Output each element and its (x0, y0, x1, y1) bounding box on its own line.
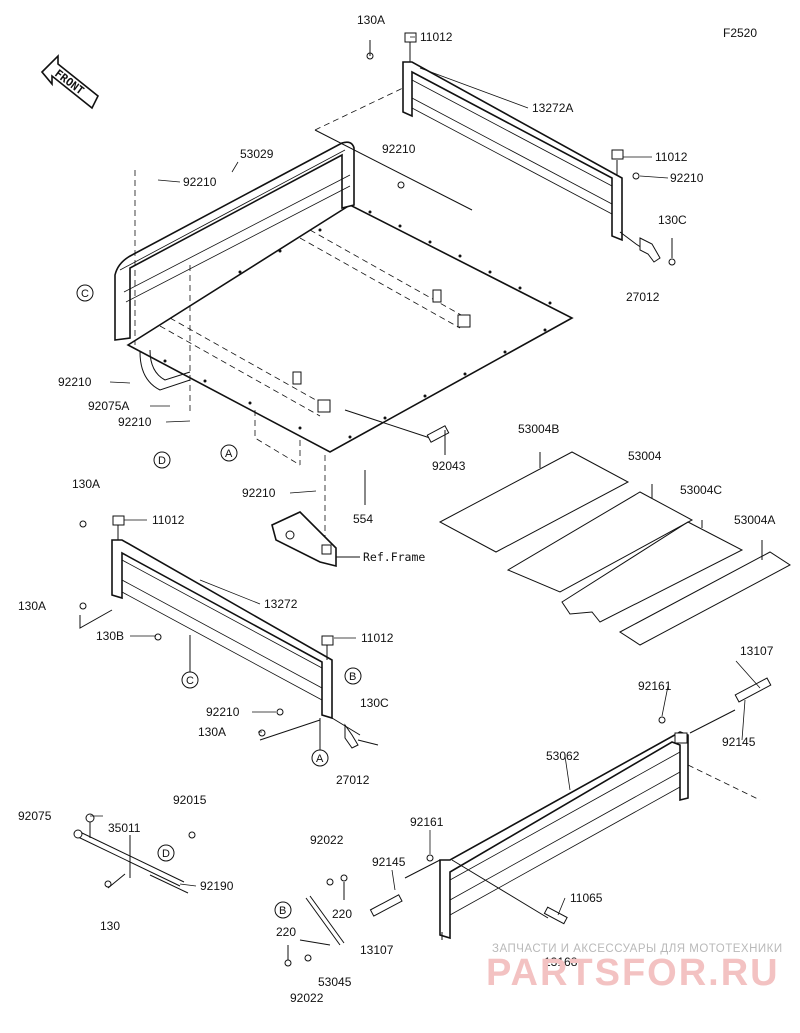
callout-130: 130 (100, 919, 120, 933)
figure-code: F2520 (723, 26, 757, 40)
callout-11012-top: 11012 (420, 30, 453, 44)
callout-53062: 53062 (546, 749, 580, 763)
callout-92210-left: 92210 (183, 175, 217, 189)
svg-text:C: C (186, 675, 194, 687)
side-panel-13272 (79, 515, 379, 750)
callout-92210-lower-left2: 92210 (118, 415, 152, 429)
svg-text:B: B (279, 905, 286, 917)
callout-53004C: 53004C (680, 483, 722, 497)
callout-13107-top: 13107 (740, 644, 774, 658)
front-arrow-icon: FRONT (40, 54, 100, 110)
bolt-92043 (426, 425, 450, 443)
ref-frame-bracket (271, 511, 360, 568)
callout-13272A: 13272A (532, 101, 573, 115)
callout-130B: 130B (96, 629, 124, 643)
cargo-bed-53029 (114, 141, 574, 545)
callout-53004: 53004 (628, 449, 662, 463)
callout-92075: 92075 (18, 809, 52, 823)
callout-92145-left: 92145 (372, 855, 406, 869)
callout-220-left: 220 (276, 925, 296, 939)
watermark-brand: PARTSFOR.RU (486, 952, 780, 994)
callout-220-right: 220 (332, 907, 352, 921)
callout-53029: 53029 (240, 147, 274, 161)
ref-circle-b-stay: B (274, 901, 292, 919)
ref-circle-c-panel: C (181, 671, 199, 689)
callout-11065: 11065 (570, 891, 603, 905)
callout-92210-bottom: 92210 (242, 486, 276, 500)
callout-92043: 92043 (432, 459, 466, 473)
ref-circle-d-rod: D (157, 844, 175, 862)
callout-35011: 35011 (108, 821, 141, 835)
svg-text:D: D (158, 455, 166, 467)
callout-92161-left: 92161 (410, 815, 444, 829)
callout-92161-top: 92161 (638, 679, 672, 693)
ref-circle-a-left: A (220, 444, 238, 462)
callout-92210-panel: 92210 (206, 705, 240, 719)
ref-circle-c-left: C (76, 284, 94, 302)
callout-92210-mid: 92210 (382, 142, 416, 156)
callout-554: 554 (353, 512, 373, 526)
watermark-tagline: ЗАПЧАСТИ И АКСЕССУАРЫ ДЛЯ МОТОТЕХНИКИ (492, 943, 783, 955)
svg-text:A: A (225, 448, 233, 460)
callout-130C-top: 130C (658, 213, 687, 227)
callout-11012-right: 11012 (655, 150, 688, 164)
callout-130A-mid: 130A (72, 477, 100, 491)
callout-130A-top: 130A (357, 13, 385, 27)
callout-11012-mid: 11012 (152, 513, 185, 527)
svg-text:D: D (162, 848, 170, 860)
front-label: FRONT (52, 67, 87, 98)
callout-53004A: 53004A (734, 513, 775, 527)
callout-92190: 92190 (200, 879, 234, 893)
tailgate-53062 (369, 677, 772, 940)
callout-13168: 13168 (544, 955, 578, 969)
callout-92022-top: 92022 (310, 833, 344, 847)
callout-53004B: 53004B (518, 422, 559, 436)
callout-11012-mid2: 11012 (361, 631, 394, 645)
floor-mats-53004 (438, 451, 791, 646)
callout-92145-top: 92145 (722, 735, 756, 749)
ref-circle-d-left: D (153, 451, 171, 469)
svg-text:A: A (316, 753, 324, 765)
callout-92015: 92015 (173, 793, 207, 807)
callout-92075A: 92075A (88, 399, 129, 413)
callout-13272: 13272 (264, 597, 298, 611)
callout-27012-panel: 27012 (336, 773, 370, 787)
stay-53045 (284, 874, 348, 967)
svg-text:B: B (349, 671, 356, 683)
callout-ref-frame: Ref.Frame (363, 550, 425, 564)
callout-92210-right: 92210 (670, 171, 704, 185)
callout-13107-bottom: 13107 (360, 943, 394, 957)
callout-27012-top: 27012 (626, 290, 660, 304)
callout-130A-left: 130A (18, 599, 46, 613)
ref-circle-a-panel: A (311, 749, 329, 767)
rod-35011 (73, 813, 196, 894)
callout-130A-panel: 130A (198, 725, 226, 739)
ref-circle-b-panel: B (344, 667, 362, 685)
callout-53045: 53045 (318, 975, 352, 989)
callout-130C-panel: 130C (360, 696, 389, 710)
side-panel-13272A (314, 32, 676, 266)
callout-92210-lower-left: 92210 (58, 375, 92, 389)
svg-text:C: C (81, 288, 89, 300)
callout-92022-bottom: 92022 (290, 991, 324, 1005)
